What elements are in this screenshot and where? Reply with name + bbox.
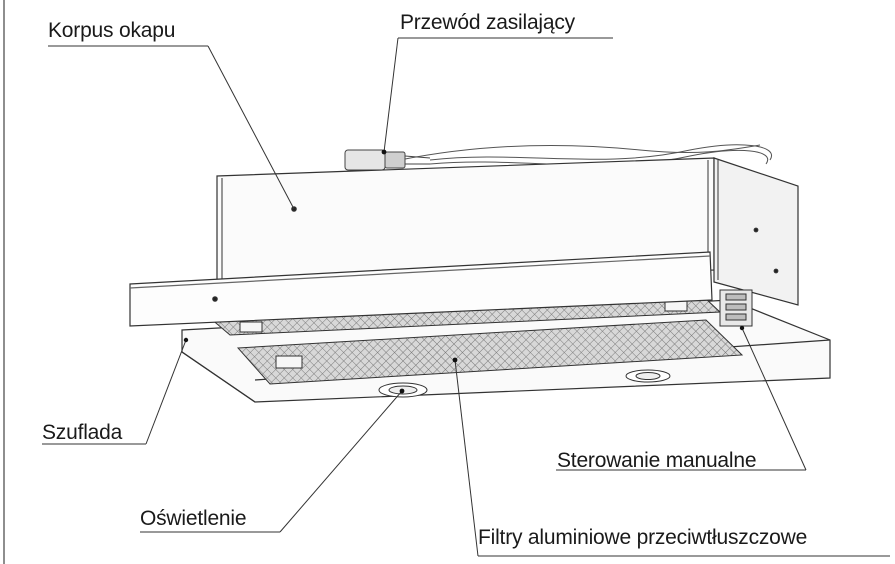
label-lighting: Oświetlenie <box>140 507 247 530</box>
hood-body <box>216 157 799 306</box>
manual-control <box>719 289 753 327</box>
label-aluminium-filters: Filtry aluminiowe przeciwtłuszczowe <box>478 526 808 549</box>
label-drawer: Szuflada <box>42 421 123 444</box>
label-power-cable: Przewód zasilający <box>400 11 575 34</box>
label-manual-control: Sterowanie manualne <box>557 449 757 472</box>
label-hood-body: Korpus okapu <box>48 19 176 42</box>
leader-dots <box>183 149 745 394</box>
aluminium-filters <box>208 297 744 385</box>
drawer-front <box>129 251 713 327</box>
leader-lines <box>42 37 890 557</box>
